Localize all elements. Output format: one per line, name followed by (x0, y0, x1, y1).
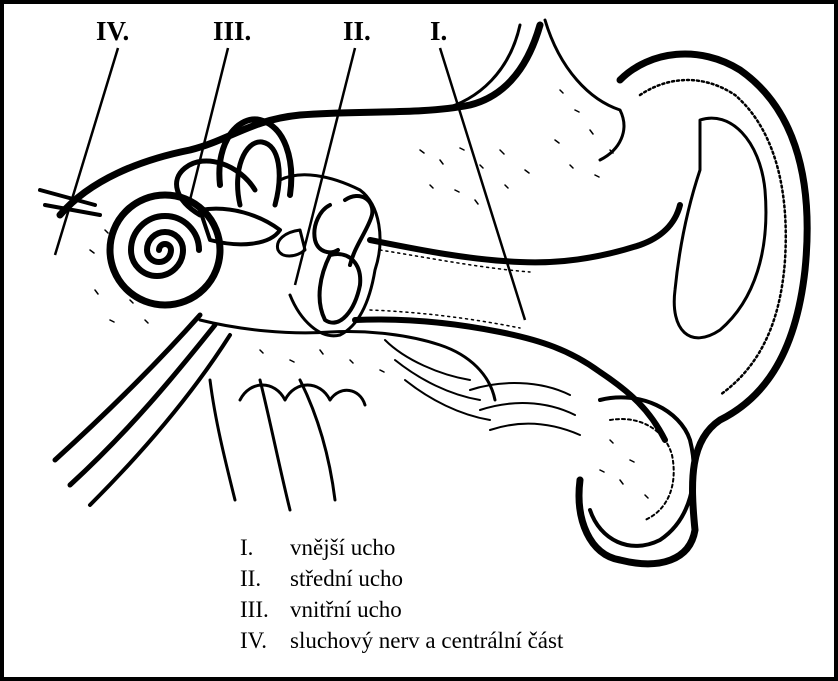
legend-text: sluchový nerv a centrální část (290, 625, 563, 656)
legend-row: IV.sluchový nerv a centrální část (240, 625, 563, 656)
legend-text: vnější ucho (290, 532, 395, 563)
leader-iii (190, 48, 228, 200)
legend: I.vnější ucho II.střední ucho III.vnitřn… (240, 532, 563, 656)
leader-ii (295, 48, 355, 285)
legend-number: I. (240, 532, 290, 563)
legend-row: II.střední ucho (240, 563, 563, 594)
legend-number: III. (240, 594, 290, 625)
leader-iv (55, 48, 118, 255)
leader-i (440, 48, 525, 320)
legend-text: střední ucho (290, 563, 403, 594)
legend-row: I.vnější ucho (240, 532, 563, 563)
legend-number: IV. (240, 625, 290, 656)
legend-number: II. (240, 563, 290, 594)
legend-row: III.vnitřní ucho (240, 594, 563, 625)
legend-text: vnitřní ucho (290, 594, 402, 625)
